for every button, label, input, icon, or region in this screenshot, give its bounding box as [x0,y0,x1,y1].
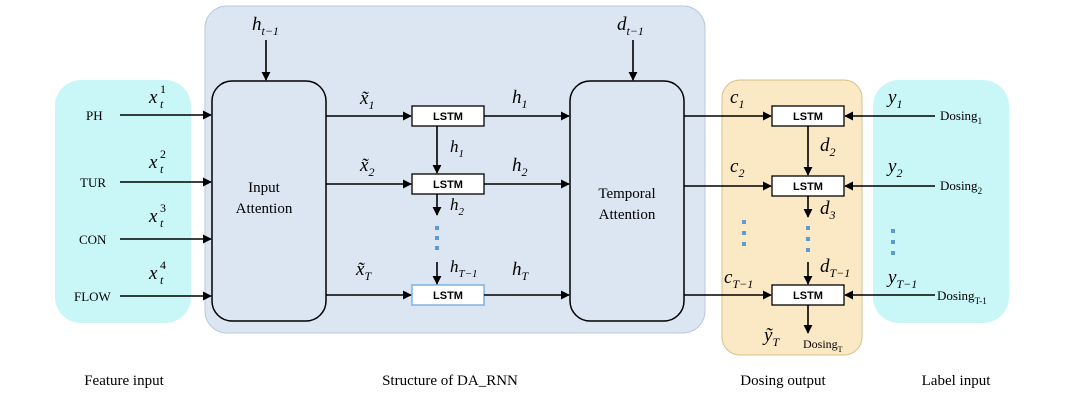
feature-symbol-x3: x [148,206,158,227]
decoder-dots-3 [806,248,810,252]
hidden-out-hT: hT [512,259,530,283]
encoder-dots-3 [435,246,439,250]
temporal-attention-block [569,80,685,322]
label-input-panel [873,80,1009,323]
feature-symbol-x1: x [148,87,158,108]
context-cT1: cT−1 [724,267,753,291]
feature-symbol-x4: x [148,263,158,284]
feature-label-tur: TUR [80,175,106,190]
label-notation: y1 y2 yT−1 [886,87,917,291]
feature-symbol-x2-sup: 2 [160,147,166,161]
hidden-out-h2: h2 [512,155,528,179]
d-prev-label: dt−1 [617,14,644,38]
encoder-lstm-label-1: LSTM [433,111,463,123]
hidden-down-h2: h2 [450,195,465,218]
caption-dosing-output: Dosing output [740,373,826,389]
captions: Feature input Structure of DA_RNN Dosing… [84,373,991,389]
feature-input-labels: PH TUR CON FLOW [74,108,112,304]
encoder-input-xT: x̃T [355,259,372,283]
prediction-yT: ỹT [762,325,780,349]
feature-symbol-x3-sup: 3 [160,201,166,215]
caption-label-input: Label input [922,373,992,389]
label-y1: y1 [886,87,902,111]
hidden-down-hT1: hT−1 [450,257,478,280]
feature-symbol-x4-sub: t [160,273,164,287]
encoder-lstm-label-2: LSTM [433,179,463,191]
context-c2: c2 [730,156,744,180]
caption-feature-input: Feature input [84,373,164,389]
context-dots-1 [742,220,746,224]
input-attention-label-line2: Attention [236,201,293,217]
label-dosing-T1: DosingT-1 [937,288,987,306]
decoder-lstm-label-T: LSTM [793,290,823,302]
label-y2: y2 [886,156,902,180]
temporal-attention-label-line2: Attention [599,207,656,223]
decoder-lstm-label-2: LSTM [793,181,823,193]
label-yT1: yT−1 [886,267,917,291]
connection-arrows [120,40,935,334]
encoder-lstm-label-T: LSTM [433,290,463,302]
feature-label-con: CON [79,232,107,247]
feature-symbol-x1-sub: t [160,97,164,111]
state-d2: d2 [820,135,836,159]
label-dots-3 [891,251,895,255]
state-d3: d3 [820,198,836,222]
final-dosing-output: DosingT [803,337,843,354]
feature-label-flow: FLOW [74,289,112,304]
feature-input-panel [55,80,191,323]
darnn-notation: ht−1 dt−1 x̃1 x̃2 x̃T h1 h2 hT h1 h2 hT−… [252,14,644,283]
dosing-notation: c1 c2 cT−1 d2 d3 dT−1 ỹT [724,87,850,349]
label-dots-1 [891,229,895,233]
temporal-attention-label-line1: Temporal [598,186,655,202]
feature-symbol-x4-sup: 4 [160,258,166,272]
label-dosing-1: Dosing1 [940,108,982,126]
state-dT1: dT−1 [820,256,850,280]
encoder-input-x2: x̃2 [359,155,374,179]
decoder-dots-1 [806,226,810,230]
hidden-down-h1: h1 [450,137,464,160]
decoder-dots-2 [806,237,810,241]
encoder-dots-1 [435,226,439,230]
decoder-lstm-label-1: LSTM [793,111,823,123]
h-prev-label: ht−1 [252,14,279,38]
context-c1: c1 [730,87,744,111]
caption-structure: Structure of DA_RNN [382,373,518,389]
feature-label-ph: PH [86,108,103,123]
feature-symbols: x 1 t x 2 t x 3 t x 4 t [148,82,166,287]
label-dots-2 [891,240,895,244]
label-dosing-2: Dosing2 [940,178,982,196]
ellipsis-dots [435,220,895,255]
encoder-dots-2 [435,236,439,240]
context-dots-2 [742,231,746,235]
input-attention-block [211,80,327,322]
label-dosing-texts: Dosing1 Dosing2 DosingT-1 [937,108,987,306]
encoder-input-x1: x̃1 [359,88,374,112]
context-dots-3 [742,242,746,246]
feature-symbol-x2: x [148,152,158,173]
hidden-out-h1: h1 [512,87,528,111]
feature-symbol-x2-sub: t [160,162,164,176]
feature-symbol-x1-sup: 1 [160,82,166,96]
input-attention-label-line1: Input [248,180,280,196]
feature-symbol-x3-sub: t [160,216,164,230]
